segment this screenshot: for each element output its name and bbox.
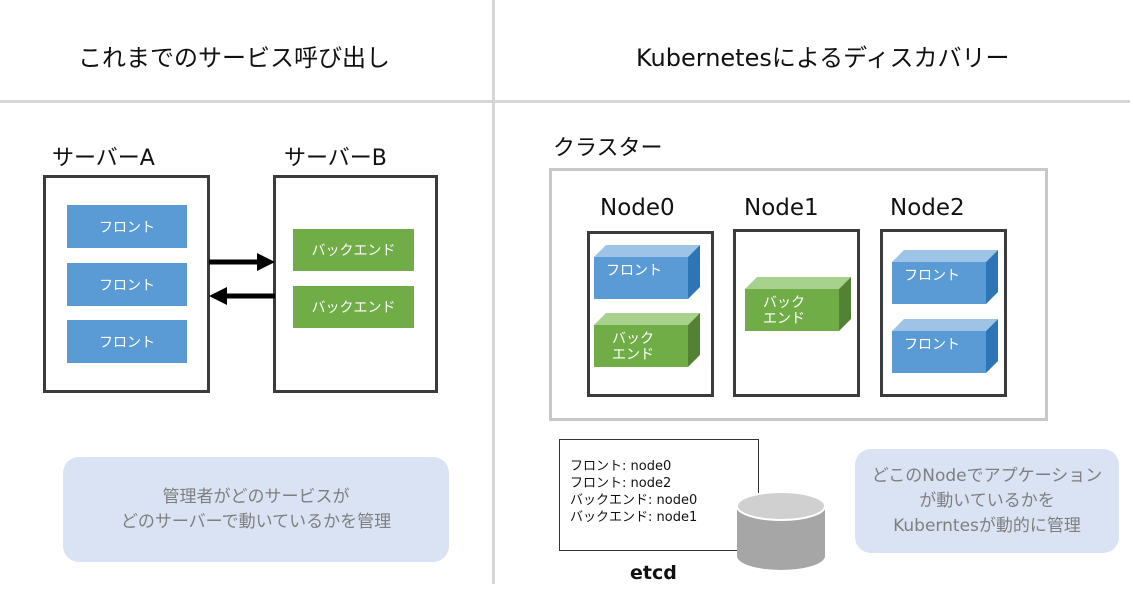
front-service: フロント bbox=[67, 263, 187, 306]
node-label: Node1 bbox=[744, 195, 819, 221]
etcd-entry: フロント: node2 bbox=[570, 476, 672, 491]
etcd-registry: フロント: node0 フロント: node2 バックエンド: node0 バッ… bbox=[559, 439, 759, 551]
node-label: Node0 bbox=[600, 195, 675, 221]
backend-cube: バック エンド bbox=[745, 277, 851, 331]
right-note-line: が動いているかを bbox=[919, 490, 1055, 511]
left-title: これまでのサービス呼び出し bbox=[78, 44, 390, 72]
cube-label: フロント bbox=[904, 337, 960, 353]
front-cube: フロント bbox=[594, 245, 700, 299]
server-a: フロント フロント フロント bbox=[43, 175, 210, 393]
cluster bbox=[549, 168, 1048, 421]
etcd-entry: バックエンド: node0 bbox=[570, 493, 698, 508]
left-note-line: 管理者がどのサービスが bbox=[162, 486, 350, 507]
request-arrows bbox=[209, 253, 275, 305]
node-2 bbox=[880, 229, 1007, 397]
etcd-entry: フロント: node0 bbox=[570, 459, 672, 474]
backend-cube: バック エンド bbox=[594, 313, 700, 367]
left-note-line: どのサーバーで動いているかを管理 bbox=[120, 511, 392, 532]
node-label: Node2 bbox=[890, 195, 965, 221]
node-0 bbox=[587, 231, 714, 397]
cube-label: フロント bbox=[904, 268, 960, 284]
cluster-label: クラスター bbox=[553, 136, 663, 161]
etcd-entry: バックエンド: node1 bbox=[570, 510, 698, 525]
etcd-label: etcd bbox=[630, 562, 677, 584]
front-service: フロント bbox=[67, 205, 187, 248]
database-cylinder-icon bbox=[736, 491, 826, 570]
cube-label: バック エンド bbox=[612, 331, 654, 363]
front-cube: フロント bbox=[892, 250, 998, 304]
right-title: Kubernetesによるディスカバリー bbox=[636, 44, 1010, 72]
backend-service: バックエンド bbox=[293, 229, 414, 271]
cube-label: バック エンド bbox=[763, 295, 805, 327]
right-note: どこのNodeでアプケーション が動いているかを Kuberntesが動的に管理 bbox=[855, 449, 1119, 553]
backend-service: バックエンド bbox=[293, 286, 414, 328]
front-service: フロント bbox=[67, 320, 187, 363]
panel-divider bbox=[492, 0, 495, 584]
server-b-label: サーバーB bbox=[284, 146, 387, 171]
left-note: 管理者がどのサービスが どのサーバーで動いているかを管理 bbox=[63, 457, 449, 562]
front-cube: フロント bbox=[892, 319, 998, 373]
node-1 bbox=[733, 229, 860, 397]
header-divider bbox=[0, 100, 1130, 103]
right-note-line: Kuberntesが動的に管理 bbox=[893, 515, 1081, 536]
right-note-line: どこのNodeでアプケーション bbox=[871, 465, 1103, 486]
server-a-label: サーバーA bbox=[52, 146, 155, 171]
server-b: バックエンド バックエンド bbox=[273, 175, 438, 393]
cube-label: フロント bbox=[606, 263, 662, 279]
